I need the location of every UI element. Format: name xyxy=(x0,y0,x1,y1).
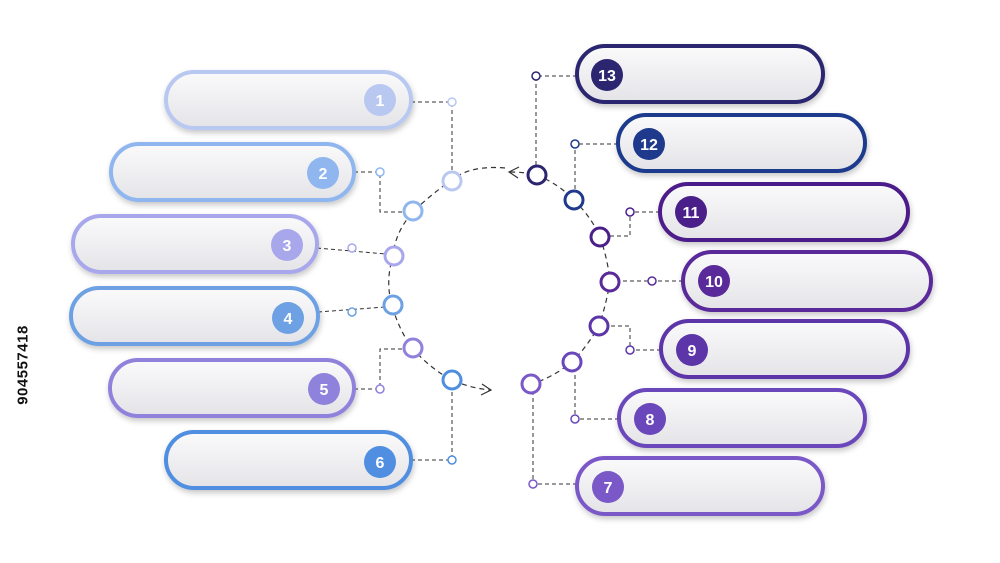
right-arc-node-8 xyxy=(561,351,583,373)
right-connector-dot-13 xyxy=(531,71,541,81)
left-step-pill-2 xyxy=(109,142,356,202)
right-step-number-9: 9 xyxy=(688,343,697,360)
right-step-badge-8 xyxy=(634,403,666,435)
left-step-badge-4 xyxy=(272,302,304,334)
right-arc-arrowhead xyxy=(507,166,520,179)
right-arc-node-10 xyxy=(599,271,621,293)
left-step-badge-5 xyxy=(308,373,340,405)
right-arc xyxy=(509,171,611,385)
left-arc-node-2 xyxy=(402,200,424,222)
left-arc-node-5 xyxy=(402,337,424,359)
left-connector-dot-5 xyxy=(375,384,385,394)
left-step-number-2: 2 xyxy=(319,166,328,183)
right-arc-node-12 xyxy=(563,189,585,211)
right-connector-dot-8 xyxy=(570,414,580,424)
right-step-number-10: 10 xyxy=(705,274,723,291)
left-step-badge-2 xyxy=(307,157,339,189)
left-step-card-6: 6 xyxy=(164,430,413,490)
right-step-pill-13 xyxy=(575,44,825,104)
left-connector-dot-6 xyxy=(447,455,457,465)
right-step-pill-10 xyxy=(681,250,933,312)
right-connector-dot-10 xyxy=(647,276,657,286)
right-step-badge-7 xyxy=(592,471,624,503)
right-step-number-7: 7 xyxy=(604,480,613,497)
right-step-card-9: 9 xyxy=(659,319,910,379)
left-step-number-5: 5 xyxy=(320,382,329,399)
right-step-card-13: 13 xyxy=(575,44,825,104)
left-step-pill-6 xyxy=(164,430,413,490)
left-arc-arrowhead xyxy=(480,383,493,396)
right-connector-8 xyxy=(574,372,619,420)
left-connector-1 xyxy=(411,101,453,172)
left-step-card-3: 3 xyxy=(71,214,319,274)
left-connector-5 xyxy=(354,348,404,390)
left-step-pill-3 xyxy=(71,214,319,274)
right-step-badge-10 xyxy=(698,265,730,297)
right-connector-dot-9 xyxy=(625,345,635,355)
left-connector-dot-2 xyxy=(375,167,385,177)
left-step-number-6: 6 xyxy=(376,455,385,472)
left-arc-node-1 xyxy=(441,170,463,192)
right-step-number-8: 8 xyxy=(646,412,655,429)
right-step-number-11: 11 xyxy=(683,205,700,222)
right-step-pill-7 xyxy=(575,456,825,516)
right-connector-13 xyxy=(535,75,577,165)
right-step-number-12: 12 xyxy=(640,137,658,154)
left-step-pill-4 xyxy=(69,286,320,346)
right-connector-dot-7 xyxy=(528,479,538,489)
stock-id-label: 904557418 xyxy=(6,200,40,530)
left-step-card-1: 1 xyxy=(164,70,413,130)
right-connector-dot-11 xyxy=(625,207,635,217)
right-step-card-7: 7 xyxy=(575,456,825,516)
right-step-badge-11 xyxy=(675,196,707,228)
right-connector-12 xyxy=(574,143,618,190)
right-step-pill-12 xyxy=(616,113,867,173)
right-arc-node-13 xyxy=(526,164,548,186)
right-step-badge-12 xyxy=(633,128,665,160)
right-connector-9 xyxy=(609,325,661,351)
left-connector-2 xyxy=(354,171,403,213)
right-step-card-12: 12 xyxy=(616,113,867,173)
left-arc-node-3 xyxy=(383,245,405,267)
left-connector-dot-1 xyxy=(447,97,457,107)
right-step-card-8: 8 xyxy=(617,388,867,448)
right-connector-11 xyxy=(610,211,660,237)
right-connector-7 xyxy=(532,394,577,485)
right-arc-node-7 xyxy=(520,373,542,395)
right-step-number-13: 13 xyxy=(598,68,616,85)
stock-id-text: 904557418 xyxy=(14,325,32,405)
left-step-badge-6 xyxy=(364,446,396,478)
left-step-number-4: 4 xyxy=(284,311,293,328)
right-step-badge-9 xyxy=(676,334,708,366)
left-step-badge-1 xyxy=(364,84,396,116)
left-step-number-3: 3 xyxy=(283,238,292,255)
left-step-pill-5 xyxy=(108,358,356,418)
right-step-pill-8 xyxy=(617,388,867,448)
left-arc-node-4 xyxy=(382,294,404,316)
left-step-pill-1 xyxy=(164,70,413,130)
left-connector-6 xyxy=(411,389,453,461)
left-arc xyxy=(388,166,506,391)
right-arc-node-9 xyxy=(588,315,610,337)
right-step-badge-13 xyxy=(591,59,623,91)
left-step-number-1: 1 xyxy=(376,93,385,110)
left-step-card-5: 5 xyxy=(108,358,356,418)
right-step-card-11: 11 xyxy=(658,182,910,242)
left-connector-dot-3 xyxy=(347,243,357,253)
left-step-card-4: 4 xyxy=(69,286,320,346)
right-step-pill-11 xyxy=(658,182,910,242)
left-step-badge-3 xyxy=(271,229,303,261)
left-connector-3 xyxy=(316,247,387,255)
right-connector-dot-12 xyxy=(570,139,580,149)
left-connector-dot-4 xyxy=(347,307,357,317)
right-step-pill-9 xyxy=(659,319,910,379)
right-arc-node-11 xyxy=(589,226,611,248)
right-step-card-10: 10 xyxy=(681,250,933,312)
left-arc-node-6 xyxy=(441,369,463,391)
left-step-card-2: 2 xyxy=(109,142,356,202)
